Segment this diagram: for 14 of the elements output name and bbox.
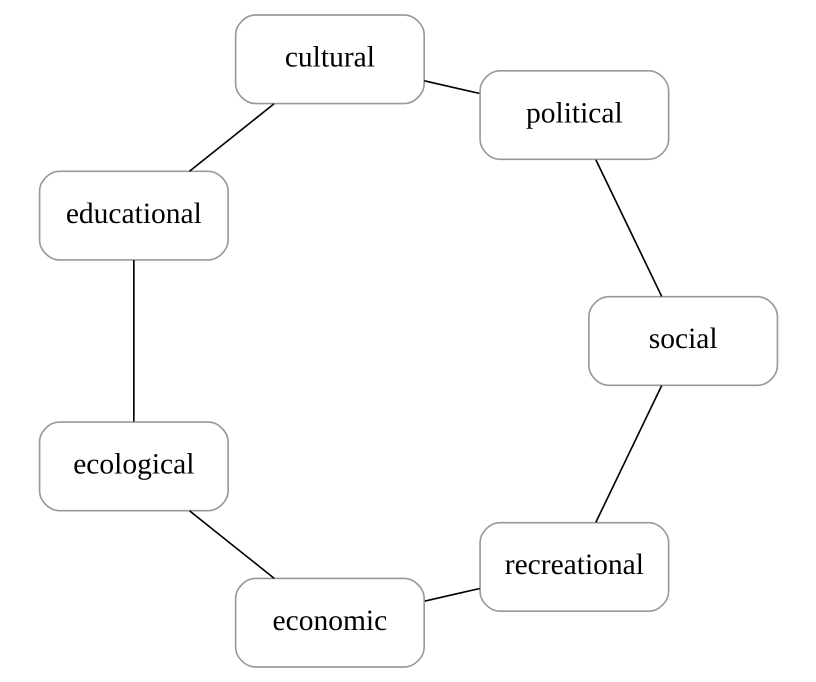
connector [188,103,274,172]
connector [132,260,134,422]
connector [424,588,480,602]
connector [188,510,274,579]
node-box: cultural [234,14,424,104]
connector [424,80,479,94]
node-box: recreational [478,522,669,612]
node-box: economic [234,578,424,668]
node-box: political [478,70,669,160]
node-box: social [588,296,778,386]
connector [594,385,662,523]
connector [594,159,662,297]
node-box: educational [38,170,228,261]
node-box: ecological [38,421,228,512]
